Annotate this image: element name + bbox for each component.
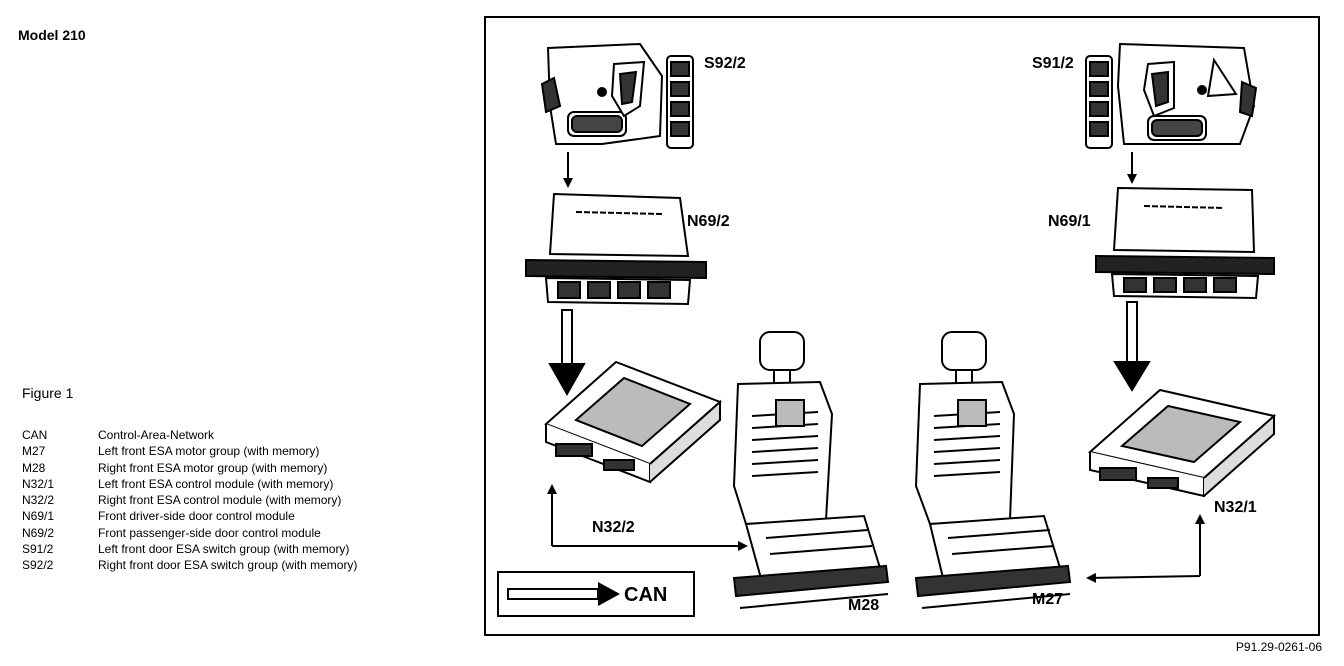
legend-code: M27 [22, 444, 46, 459]
figure-label: Figure 1 [22, 385, 74, 401]
legend-code: N32/2 [22, 493, 55, 508]
legend-row: N69/2 Front passenger-side door control m… [22, 525, 357, 541]
label-m28: M28 [848, 597, 879, 614]
switch-group-s92-2 [540, 42, 694, 149]
legend-code: N69/1 [22, 509, 55, 524]
legend-code: S91/2 [22, 542, 54, 557]
seat-m27 [914, 331, 1072, 609]
label-n32-1: N32/1 [1214, 499, 1257, 516]
legend-code: M28 [22, 460, 46, 475]
legend-row: M27 Left front ESA motor group (with memo… [22, 443, 357, 459]
legend-code: CAN [22, 428, 48, 442]
label-n69-2: N69/2 [687, 213, 730, 230]
wiring-diagram: S92/2 N69/2 N32/2 [484, 16, 1320, 636]
model-title: Model 210 [18, 27, 86, 43]
seat-m28 [732, 331, 890, 609]
legend-desc: Right front door ESA switch group (with … [98, 558, 358, 573]
legend-row: N32/2 Right front ESA control module (wit… [22, 492, 357, 508]
legend-row: S91/2 Left front door ESA switch group (w… [22, 541, 357, 557]
label-n32-2: N32/2 [592, 519, 635, 536]
label-s92-2: S92/2 [704, 55, 746, 72]
esa-module-n32-2 [544, 360, 722, 484]
label-n69-1: N69/1 [1048, 213, 1091, 230]
label-can: CAN [624, 584, 667, 606]
control-module-n69-1 [1095, 186, 1275, 300]
arrow-n69-to-n32-2 [548, 309, 586, 397]
arrow-n69-to-n32-1 [1113, 301, 1151, 392]
can-line-n32-1-to-m27 [1086, 572, 1201, 583]
switch-group-s91-2 [1085, 42, 1258, 149]
esa-module-n32-1 [1087, 388, 1277, 498]
legend-row: S92/2 Right front door ESA switch group (… [22, 557, 357, 573]
legend-code: N32/1 [22, 476, 55, 491]
legend-desc: Left front ESA motor group (with memory) [98, 444, 320, 459]
legend-row: CAN Control-Area-Network [22, 427, 357, 443]
label-m27: M27 [1032, 591, 1063, 608]
legend-desc: Front driver-side door control module [98, 509, 295, 524]
legend-row: N32/1 Left front ESA control module (with… [22, 476, 357, 492]
legend-desc: Right front ESA motor group (with memory… [98, 460, 328, 475]
diagram-frame [484, 16, 1320, 636]
legend-row: N69/1 Front driver-side door control modu… [22, 508, 357, 524]
legend-desc: Right front ESA control module (with mem… [98, 493, 342, 508]
legend-desc: Left front ESA control module (with memo… [98, 476, 334, 491]
legend-desc: Left front door ESA switch group (with m… [98, 542, 350, 557]
control-module-n69-2 [525, 192, 707, 306]
legend-row: M28 Right front ESA motor group (with mem… [22, 460, 357, 476]
legend-code: N69/2 [22, 525, 55, 540]
figure-code: P91.29-0261-06 [1235, 640, 1322, 654]
label-s91-2: S91/2 [1032, 55, 1074, 72]
legend-desc: Control-Area-Network [98, 428, 215, 442]
can-legend-box [497, 571, 695, 617]
legend-code: S92/2 [22, 558, 54, 573]
legend-desc: Front passenger-side door control module [98, 525, 321, 540]
